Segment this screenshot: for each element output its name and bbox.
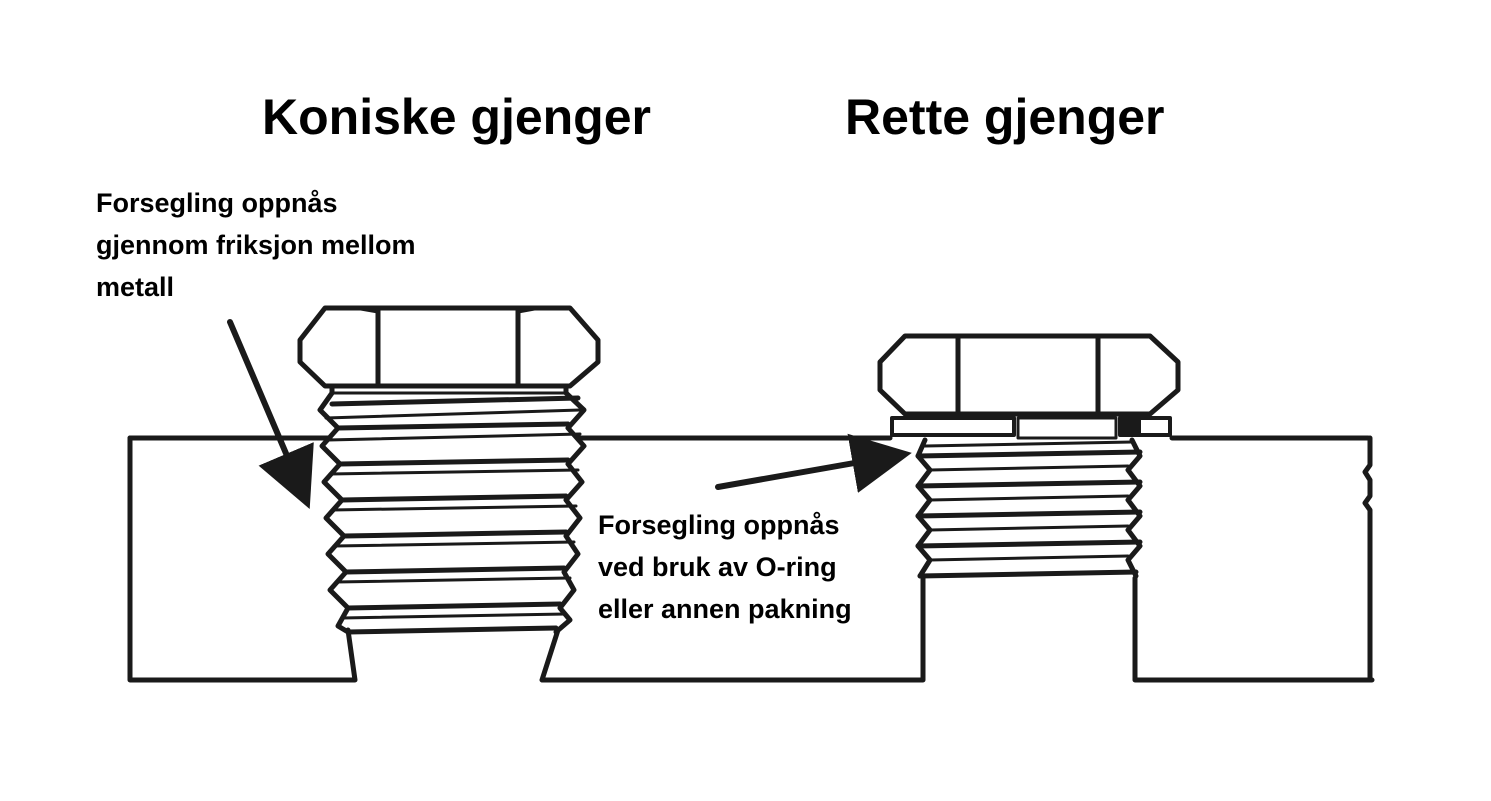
annotation-line: Forsegling oppnås xyxy=(598,510,840,540)
annotation-line: metall xyxy=(96,272,175,302)
base-block-edge xyxy=(1362,435,1373,683)
annotation-tapered-seal: Forsegling oppnås gjennom friksjon mello… xyxy=(96,182,416,308)
annotation-line: ved bruk av O-ring xyxy=(598,552,837,582)
annotation-line: eller annen pakning xyxy=(598,594,852,624)
title-tapered-threads: Koniske gjenger xyxy=(262,89,651,145)
tapered-bolt-head xyxy=(297,305,601,389)
tapered-bolt-threads xyxy=(317,383,587,635)
annotation-line: gjennom friksjon mellom xyxy=(96,230,416,260)
straight-bolt-threads xyxy=(915,437,1143,579)
base-block-outline xyxy=(127,435,358,683)
straight-bolt-head xyxy=(877,333,1181,417)
annotation-straight-seal: Forsegling oppnås ved bruk av O-ring ell… xyxy=(598,504,852,630)
title-straight-threads: Rette gjenger xyxy=(845,89,1165,145)
arrow-straight-seal xyxy=(715,433,912,493)
base-block-outline xyxy=(1132,575,1375,683)
annotation-line: Forsegling oppnås xyxy=(96,188,338,218)
arrow-tapered-seal xyxy=(227,319,314,510)
base-block-outline xyxy=(539,575,926,683)
o-ring-seal xyxy=(890,416,1172,440)
